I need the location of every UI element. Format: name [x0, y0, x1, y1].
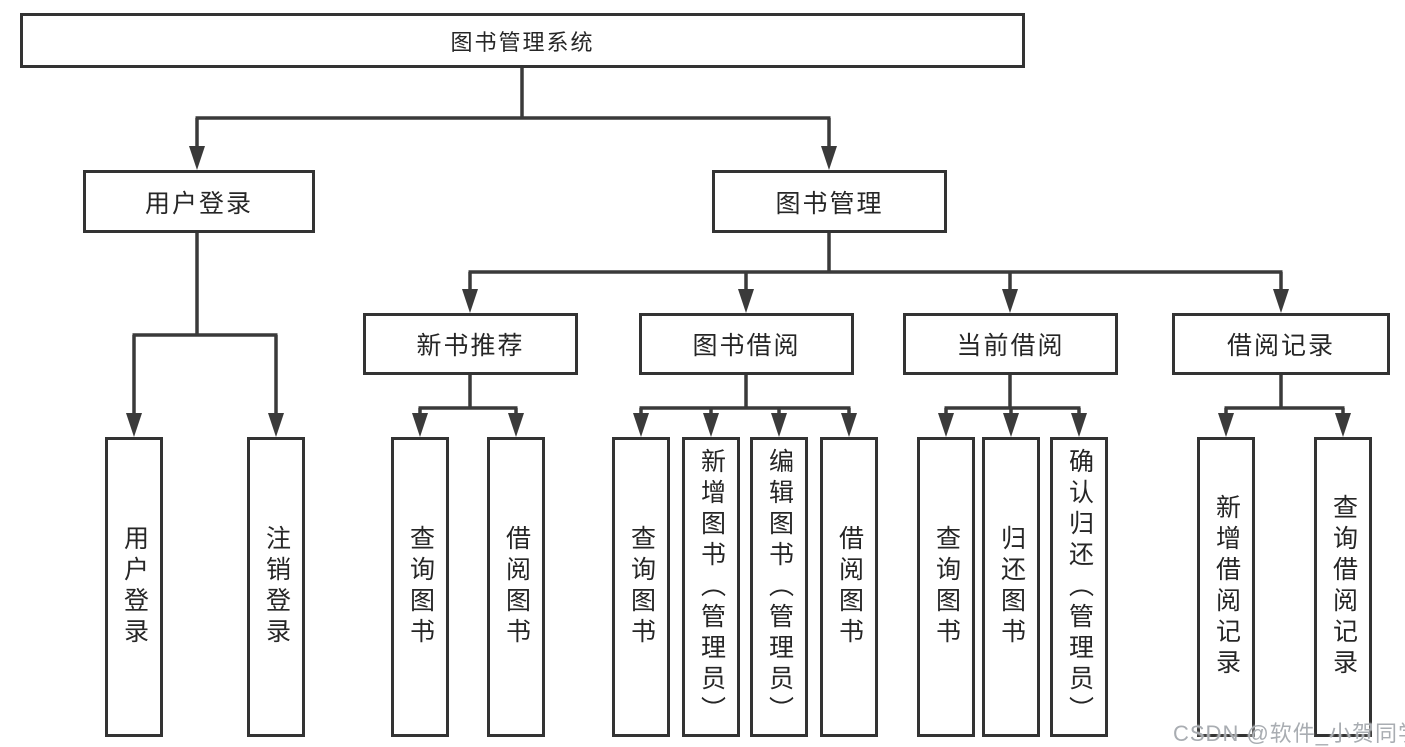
- node-return-books: 归还图书: [982, 437, 1040, 737]
- node-query-books-2: 查询图书: [612, 437, 670, 737]
- node-query-books-3: 查询图书: [917, 437, 975, 737]
- node-borrow-books-1: 借阅图书: [487, 437, 545, 737]
- node-user-login: 用户登录: [83, 170, 315, 233]
- node-confirm-return-admin: 确认归还（管理员）: [1050, 437, 1108, 737]
- node-add-borrow-record: 新增借阅记录: [1197, 437, 1255, 737]
- node-library-management-system: 图书管理系统: [20, 13, 1025, 68]
- connectors: [132, 68, 1345, 415]
- csdn-watermark: CSDN @软件_小贺同学: [1173, 721, 1405, 746]
- node-borrowing-records: 借阅记录: [1172, 313, 1390, 375]
- node-borrow-books-2: 借阅图书: [820, 437, 878, 737]
- node-query-books-1: 查询图书: [391, 437, 449, 737]
- node-new-book-recommend: 新书推荐: [363, 313, 578, 375]
- node-current-borrowing: 当前借阅: [903, 313, 1118, 375]
- node-logout: 注销登录: [247, 437, 305, 737]
- node-add-books-admin: 新增图书（管理员）: [682, 437, 740, 737]
- node-query-borrow-record: 查询借阅记录: [1314, 437, 1372, 737]
- node-book-management: 图书管理: [712, 170, 947, 233]
- node-user-login-leaf: 用户登录: [105, 437, 163, 737]
- node-edit-books-admin: 编辑图书（管理员）: [750, 437, 808, 737]
- node-book-borrowing: 图书借阅: [639, 313, 854, 375]
